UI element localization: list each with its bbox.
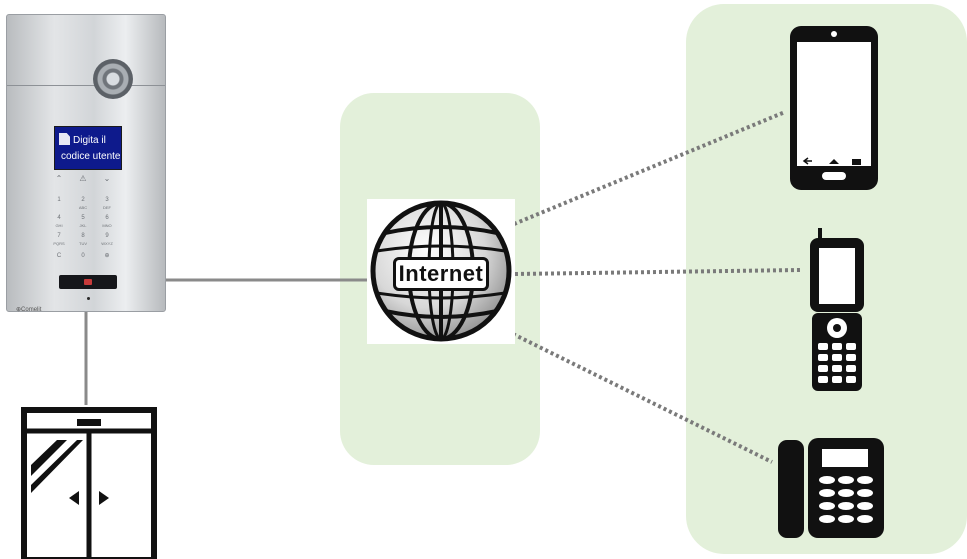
panel-key-digit: 5 [81,215,85,221]
panel-key-digit: 2 [81,197,85,203]
camera-icon [93,59,133,99]
panel-key-letters: MNO [102,223,112,228]
status-led [87,297,90,300]
panel-key-digit: 4 [57,215,61,221]
internet-to-mobile-link [514,268,801,276]
panel-key-letters: DEF [103,205,111,210]
panel-key: 1 [49,197,69,204]
panel-key-digit: ⊕ [104,253,110,259]
panel-key-digit: 0 [81,253,85,259]
panel-nav-key: ⚠ [79,174,87,183]
panel-key-digit: C [56,253,62,259]
panel-display-line2: codice utente [61,151,121,162]
panel-key-letters: TUV [79,241,87,246]
internet-node: Internet [367,199,515,344]
panel-key-digit: 9 [105,233,109,239]
sliding-door-icon [21,407,157,559]
panel-key-digit: 6 [105,215,109,221]
internet-label: Internet [392,257,490,291]
keypad-prompt-icon [59,133,70,145]
internet-to-deskphone-link [512,332,773,464]
rfid-reader [59,275,117,289]
desk-phone-icon [778,438,884,538]
internet-label-box: Internet [367,257,515,291]
panel-key: ⊕ [97,253,117,260]
panel-brand-label: ⊕Comelit [16,307,42,313]
panel-key-letters: PQRS [53,241,65,246]
panel-key-letters: JKL [79,223,87,228]
panel-key-digit: 7 [57,233,61,239]
panel-key-letters: WXYZ [101,241,113,246]
feature-phone-icon [810,228,864,391]
panel-key-digit: 8 [81,233,85,239]
panel-display: Digita il codice utente [54,126,122,170]
panel-display-line1: Digita il [73,135,106,146]
smartphone-icon [790,26,878,190]
panel-key: C [49,253,69,260]
panel-key-digit: 3 [105,197,109,203]
panel-key-digit: 1 [57,197,61,203]
panel-key-letters: GHI [55,223,63,228]
panel-nav-key: ⌃ [55,174,63,183]
panel-key-letters: ABC [78,205,88,210]
panel-seam [7,85,165,86]
rfid-indicator-icon [84,279,92,285]
internet-to-smartphone-link [513,110,786,226]
panel-key: 0 [73,253,93,260]
panel-nav-key: ⌄ [103,174,111,183]
